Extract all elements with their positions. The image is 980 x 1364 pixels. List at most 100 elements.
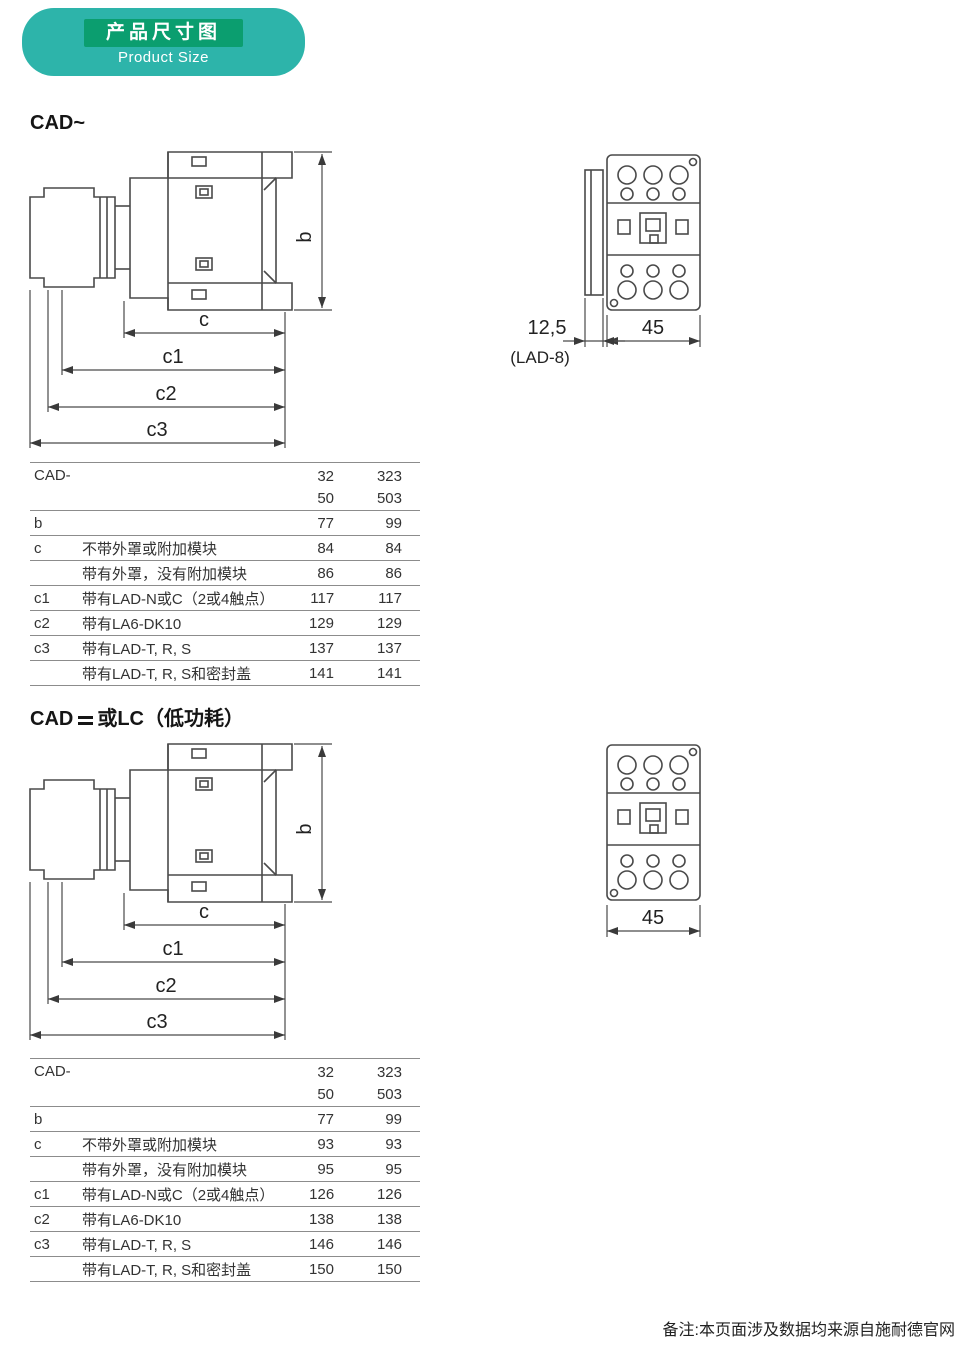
dim-label-b: b <box>294 823 316 834</box>
row-value-323: 141 <box>376 664 402 682</box>
table-header-row: CAD- 32 50 323 503 <box>30 463 420 511</box>
row-value-323: 95 <box>385 1160 402 1178</box>
section-title-prefix: CAD <box>30 708 74 730</box>
row-value-323: 84 <box>385 539 402 557</box>
table-header-row: CAD- 32 50 323 503 <box>30 1059 420 1107</box>
row-key: c2 <box>34 1210 50 1228</box>
cad-ac-side-view: b c c1 c2 c3 <box>20 140 360 465</box>
table-row: 带有LAD-T, R, S和密封盖 150 150 <box>30 1257 420 1282</box>
row-value-323: 146 <box>376 1235 402 1253</box>
contactor-side-outline <box>29 743 293 903</box>
dim-label-c: c <box>199 901 209 923</box>
cad-ac-dimensions-table: CAD- 32 50 323 503 b 77 99 c 不带外罩或附加模块 8… <box>30 462 420 686</box>
row-value-323: 99 <box>385 1110 402 1128</box>
table-row: c2 带有LA6-DK10 138 138 <box>30 1207 420 1232</box>
row-key: c <box>34 539 42 557</box>
row-desc: 带有LA6-DK10 <box>82 615 182 633</box>
row-desc: 带有外罩，没有附加模块 <box>82 565 248 583</box>
plate-name-label: (LAD-8) <box>510 348 570 367</box>
lad8-plate-outline <box>584 169 604 296</box>
cad-dc-dimensions-table: CAD- 32 50 323 503 b 77 99 c 不带外罩或附加模块 9… <box>30 1058 420 1282</box>
row-key: c1 <box>34 589 50 607</box>
cad-ac-front-view: 45 12,5 (LAD-8) <box>490 145 720 380</box>
row-desc: 带有LAD-T, R, S和密封盖 <box>82 665 252 683</box>
row-key: c2 <box>34 614 50 632</box>
page-subtitle: Product Size <box>117 48 210 66</box>
row-value-32: 141 <box>308 664 334 682</box>
row-value-32: 117 <box>310 589 335 607</box>
table-row: c3 带有LAD-T, R, S 137 137 <box>30 636 420 661</box>
model-code: 503 <box>376 490 402 507</box>
model-codes-col2: 323 503 <box>334 467 420 509</box>
dimension-labels: 45 <box>642 907 664 929</box>
row-value-32: 86 <box>317 564 334 582</box>
table-row: c1 带有LAD-N或C（2或4触点） 117 117 <box>30 586 420 611</box>
model-codes-col2: 323 503 <box>334 1063 420 1105</box>
table-row: 带有外罩，没有附加模块 95 95 <box>30 1157 420 1182</box>
dim-label-c3: c3 <box>146 1011 167 1033</box>
model-code: 32 <box>317 468 334 485</box>
table-row: c3 带有LAD-T, R, S 146 146 <box>30 1232 420 1257</box>
row-desc: 带有LAD-T, R, S <box>82 1236 192 1254</box>
side-view-diagram: b c c1 c2 c3 <box>29 151 332 448</box>
row-value-32: 129 <box>308 614 334 632</box>
side-view-diagram: b c c1 c2 c3 <box>29 743 332 1040</box>
row-key: c1 <box>34 1185 50 1203</box>
section-title-cad-ac: CAD~ <box>30 112 86 134</box>
table-row: c 不带外罩或附加模块 84 84 <box>30 536 420 561</box>
dim-label-c3: c3 <box>146 419 167 441</box>
row-desc: 带有LAD-T, R, S <box>82 640 192 658</box>
row-desc: 不带外罩或附加模块 <box>82 1136 218 1154</box>
contactor-side-outline <box>29 151 293 311</box>
table-row: b 77 99 <box>30 511 420 536</box>
row-key: b <box>34 514 43 532</box>
dimension-labels: b c c1 c2 c3 <box>146 231 316 441</box>
model-codes-col1: 32 50 <box>274 1063 334 1105</box>
page-title: 产品尺寸图 <box>83 18 243 47</box>
row-key: c <box>34 1135 42 1153</box>
dimension-lines <box>29 743 332 1040</box>
model-code: 323 <box>376 468 402 485</box>
dim-label-c: c <box>199 309 209 331</box>
page-header-badge: 产品尺寸图 Product Size <box>22 8 305 76</box>
footer-note: 备注:本页面涉及数据均来源自施耐德官网 <box>662 1322 955 1339</box>
dimension-lines <box>563 298 701 347</box>
row-value-32: 146 <box>308 1235 334 1253</box>
model-code: 50 <box>317 490 334 507</box>
front-view-diagram: 45 12,5 (LAD-8) <box>510 154 701 367</box>
row-value-32: 137 <box>308 639 334 657</box>
plate-width-dim-label: 12,5 <box>528 317 567 339</box>
model-code: 32 <box>317 1064 334 1081</box>
row-value-32: 77 <box>317 514 334 532</box>
row-value-323: 137 <box>376 639 402 657</box>
row-key: c3 <box>34 639 50 657</box>
table-row: 带有外罩，没有附加模块 86 86 <box>30 561 420 586</box>
row-value-32: 77 <box>317 1110 334 1128</box>
row-value-323: 126 <box>376 1185 402 1203</box>
width-dim-label: 45 <box>642 317 664 339</box>
row-key: b <box>34 1110 43 1128</box>
row-desc: 带有LAD-T, R, S和密封盖 <box>82 1261 252 1279</box>
row-value-323: 129 <box>376 614 402 632</box>
row-key: c3 <box>34 1235 50 1253</box>
model-codes-col1: 32 50 <box>274 467 334 509</box>
dim-label-c2: c2 <box>155 383 176 405</box>
row-desc: 带有外罩，没有附加模块 <box>82 1161 248 1179</box>
dc-symbol-icon <box>78 714 94 725</box>
dimension-lines <box>29 151 332 448</box>
dim-label-b: b <box>294 231 316 242</box>
row-value-32: 93 <box>317 1135 334 1153</box>
row-value-323: 93 <box>385 1135 402 1153</box>
dim-label-c2: c2 <box>155 975 176 997</box>
row-value-323: 99 <box>385 514 402 532</box>
row-desc: 带有LAD-N或C（2或4触点） <box>81 1186 275 1204</box>
row-desc: 不带外罩或附加模块 <box>82 540 218 558</box>
table-row: c2 带有LA6-DK10 129 129 <box>30 611 420 636</box>
table-row: c1 带有LAD-N或C（2或4触点） 126 126 <box>30 1182 420 1207</box>
table-row: 带有LAD-T, R, S和密封盖 141 141 <box>30 661 420 686</box>
row-value-32: 95 <box>317 1160 334 1178</box>
model-label: CAD- <box>34 467 71 484</box>
dimension-lines <box>606 905 701 937</box>
